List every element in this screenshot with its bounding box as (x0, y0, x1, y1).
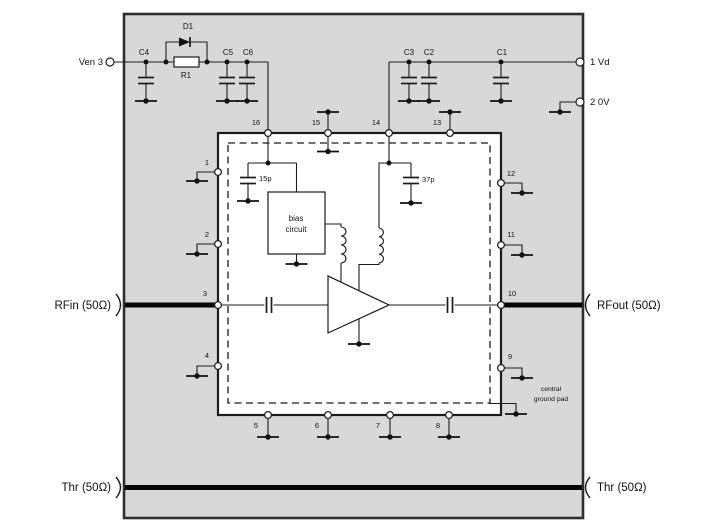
edge-connector-arc-rfin (115, 293, 122, 317)
pin-circle-14 (384, 128, 394, 138)
inductor-right (358, 162, 389, 291)
label-central-pad-line1: central (541, 386, 562, 393)
label-c1: C1 (497, 48, 508, 57)
pin-label-1: 1 (205, 158, 209, 167)
terminal-0v-group (548, 97, 585, 116)
label-0v: 2 0V (590, 97, 610, 108)
label-c2: C2 (424, 48, 435, 57)
label-ven: Ven 3 (79, 57, 103, 68)
cap-37p (389, 162, 423, 207)
terminal-0v (575, 97, 585, 107)
pin-label-6: 6 (315, 421, 319, 430)
pin-label-16: 16 (252, 118, 260, 127)
label-c4: C4 (139, 48, 150, 57)
power-rail-ven (105, 37, 269, 130)
cap-c1 (489, 62, 513, 105)
edge-connector-arc-thr-left (115, 476, 122, 499)
central-pad-ground (489, 402, 528, 418)
pin-circle-16 (263, 128, 273, 138)
output-coupling-cap (389, 297, 498, 313)
pin-label-15: 15 (312, 118, 320, 127)
pin-circle-15 (323, 128, 333, 138)
pin-label-11: 11 (507, 230, 515, 239)
pin-circle-7 (385, 410, 395, 420)
label-central-pad-line2: ground pad (534, 396, 569, 403)
amplifier (327, 275, 391, 348)
label-bias-line1: bias (289, 214, 304, 223)
resistor-r1 (173, 56, 200, 68)
pin-circle-10 (496, 300, 506, 310)
input-coupling-cap (221, 297, 328, 313)
pin-circle-6 (323, 410, 333, 420)
label-rfout: RFout (50Ω) (597, 300, 661, 312)
ic-pins (213, 128, 506, 420)
pin-label-7: 7 (376, 421, 380, 430)
pin-circle-5 (263, 410, 273, 420)
label-vd: 1 Vd (590, 57, 610, 68)
cap-c2 (417, 62, 441, 105)
diode-d1 (165, 37, 208, 62)
label-15p: 15p (259, 174, 272, 183)
labels: Ven 3 1 Vd 2 0V RFin (50Ω) RFout (50Ω) T… (54, 22, 660, 494)
pin-circle-9 (496, 363, 506, 373)
terminal-vd (575, 57, 585, 67)
pin-label-12: 12 (507, 169, 515, 178)
label-c3: C3 (404, 48, 415, 57)
pin-label-8: 8 (436, 421, 440, 430)
label-r1: R1 (181, 71, 192, 80)
pin-label-9: 9 (508, 352, 512, 361)
label-thr-left: Thr (50Ω) (62, 482, 112, 494)
edge-connector-arc-thr-right (584, 476, 591, 499)
pin-circle-4 (213, 361, 223, 371)
cap-c4 (134, 62, 158, 105)
pin-label-2: 2 (205, 230, 209, 239)
pin-label-3: 3 (203, 289, 207, 298)
pin-label-13: 13 (433, 118, 441, 127)
rf-path (115, 293, 591, 499)
pin-circle-11 (496, 240, 506, 250)
pin-circle-2 (213, 239, 223, 249)
internal-circuit (221, 136, 498, 348)
cap-c6 (235, 62, 259, 105)
cap-15p (236, 162, 297, 205)
label-bias-line2: circuit (286, 225, 308, 234)
label-c5: C5 (223, 48, 234, 57)
pin-label-14: 14 (372, 118, 380, 127)
label-c6: C6 (243, 48, 254, 57)
pin-circle-12 (496, 178, 506, 188)
pin-label-5: 5 (254, 421, 258, 430)
pin-circle-3 (213, 300, 223, 310)
label-thr-right: Thr (50Ω) (597, 482, 647, 494)
edge-connector-arc-rfout (584, 293, 591, 317)
power-rail-vd (388, 57, 585, 130)
cap-c3 (397, 62, 421, 105)
terminal-ven (105, 57, 115, 67)
cap-c5 (215, 62, 239, 105)
inductor-left (325, 223, 347, 282)
pin-label-10: 10 (508, 289, 516, 298)
pin-label-4: 4 (205, 351, 209, 360)
pin-circle-1 (213, 167, 223, 177)
central-ground-pad-outline (227, 142, 491, 404)
label-37p: 37p (422, 175, 435, 184)
label-rfin: RFin (50Ω) (54, 300, 111, 312)
bias-circuit-box (267, 163, 326, 268)
pin-circle-13 (445, 128, 455, 138)
label-d1: D1 (183, 22, 194, 31)
pin-circle-8 (444, 410, 454, 420)
